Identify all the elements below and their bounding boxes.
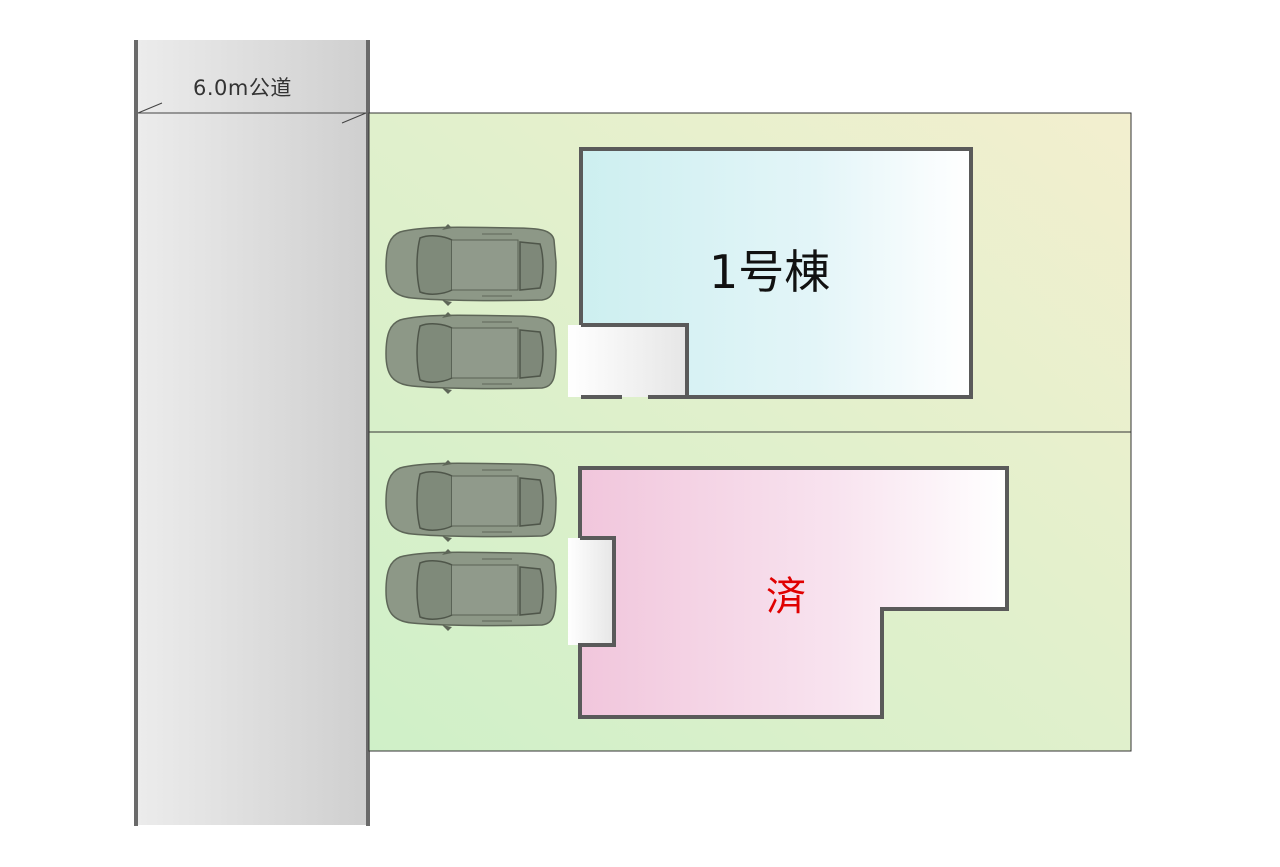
building-2-label: 済: [766, 574, 806, 620]
building-1-wall: [579, 147, 973, 399]
road-label: 6.0m公道: [193, 76, 292, 100]
building-2: [580, 468, 1007, 717]
building-1-entrance: [568, 325, 687, 397]
building-1-label: 1号棟: [709, 245, 831, 299]
building-2-entrance: [568, 538, 614, 645]
dimension-tick-right: [341, 112, 367, 124]
road: [136, 40, 368, 825]
car-icon: [385, 223, 557, 307]
car-icon: [385, 459, 557, 543]
car-icon: [385, 311, 557, 395]
building-2-wall: [578, 466, 1009, 719]
dimension-tick-left: [137, 102, 163, 114]
car-icon: [385, 548, 557, 632]
